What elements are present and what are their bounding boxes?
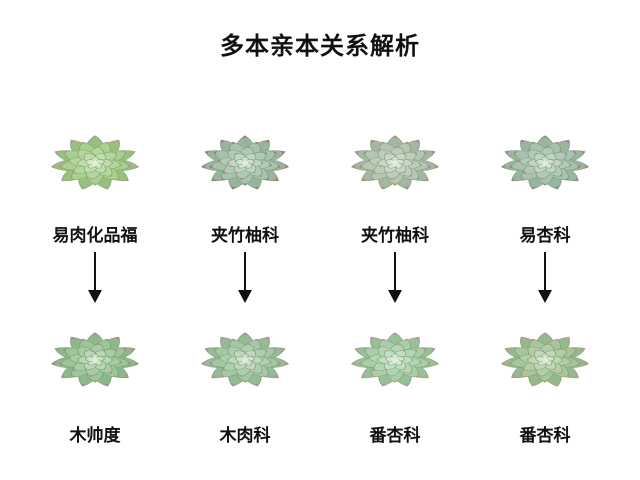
diagram-title: 多本亲本关系解析: [220, 32, 420, 60]
echeveria-icon: [200, 332, 290, 387]
parent-label: 夹竹柚科: [361, 226, 429, 246]
arrow-down-icon: [238, 252, 252, 303]
echeveria-icon: [50, 332, 140, 387]
arrow-down-icon: [538, 252, 552, 303]
echeveria-icon: [350, 135, 440, 190]
arrow-down-icon: [88, 252, 102, 303]
echeveria-icon: [500, 135, 590, 190]
echeveria-icon: [50, 135, 140, 190]
child-label: 番杏科: [369, 426, 421, 446]
column-1: 易肉化品福 木帅度: [20, 0, 170, 480]
column-4: 易杏科 番杏科: [470, 0, 620, 480]
echeveria-icon: [200, 135, 290, 190]
arrow-down-icon: [388, 252, 402, 303]
child-label: 木肉科: [219, 426, 271, 446]
parent-label: 夹竹柚科: [211, 226, 279, 246]
echeveria-icon: [350, 332, 440, 387]
child-label: 番杏科: [519, 426, 571, 446]
column-3: 夹竹柚科 番杏科: [320, 0, 470, 480]
parent-label: 易肉化品福: [52, 226, 138, 246]
echeveria-icon: [500, 332, 590, 387]
child-label: 木帅度: [69, 426, 121, 446]
column-2: 夹竹柚科 木肉科: [170, 0, 320, 480]
parent-label: 易杏科: [519, 226, 571, 246]
